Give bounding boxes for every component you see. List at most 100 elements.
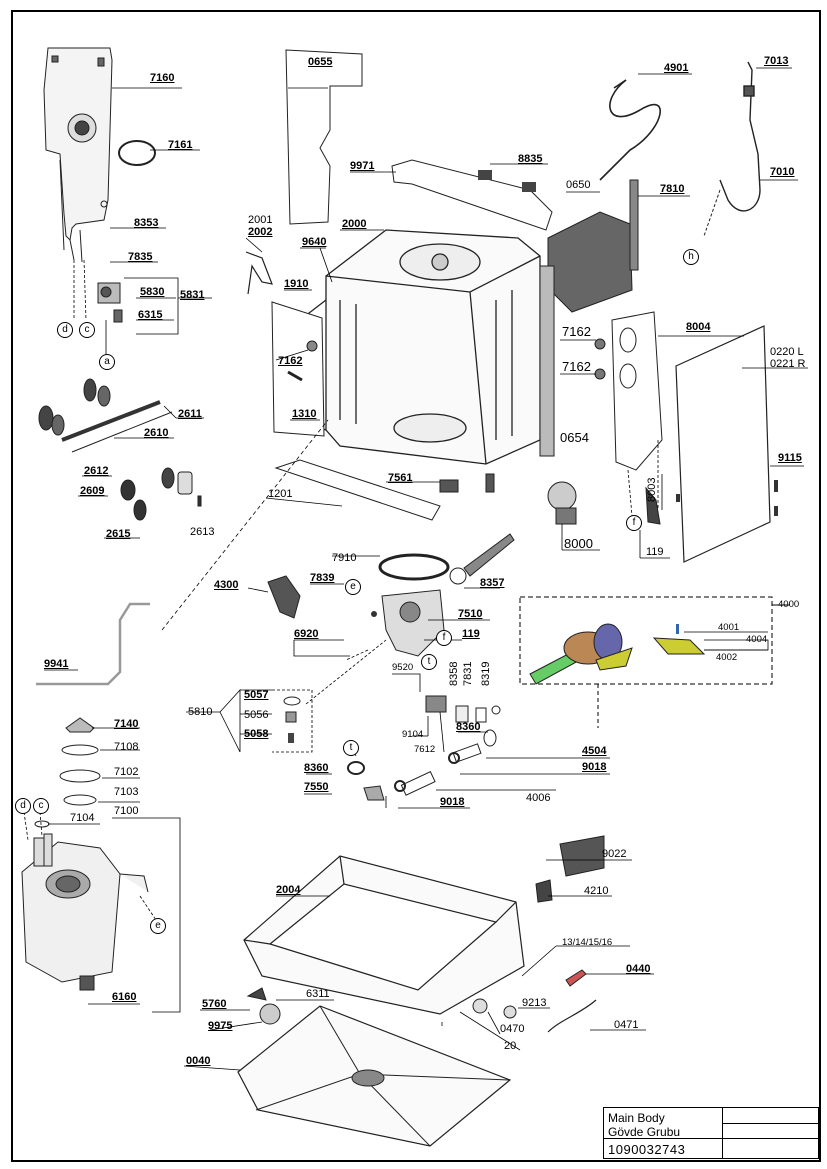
part-label-4004: 4004 (746, 634, 768, 645)
sump-7510 (381, 589, 445, 657)
part-label-2004: 2004 (276, 884, 301, 896)
part-label-5760: 5760 (202, 998, 227, 1010)
water-distribution-panel (43, 47, 113, 263)
part-label-5057: 5057 (244, 689, 269, 701)
part-label-0440: 0440 (626, 963, 651, 975)
part-label-1310: 1310 (292, 408, 317, 420)
part-label-0220: 0220 L (770, 346, 804, 358)
part-label-7013: 7013 (764, 55, 789, 67)
sensor-7010 (719, 61, 761, 212)
cap-7140 (65, 717, 95, 733)
side-panel-0655 (285, 49, 363, 225)
title-block-title: Main Body (608, 1111, 665, 1125)
pump-4300 (267, 575, 301, 619)
part-label-7510: 7510 (458, 608, 483, 620)
heater-8357 (449, 533, 515, 585)
part-label-2613: 2613 (190, 526, 215, 538)
part-label-9971: 9971 (350, 160, 375, 172)
part-label-7831: 7831 (462, 661, 474, 686)
part-label-0471: 0471 (614, 1019, 639, 1031)
part-label-7162a: 7162 (278, 355, 303, 367)
part-label-9104: 9104 (402, 729, 424, 740)
callout-c: c (79, 322, 95, 338)
part-label-9018a: 9018 (582, 761, 607, 773)
top-bracket (391, 159, 553, 231)
part-label-2000: 2000 (342, 218, 367, 230)
part-label-2612: 2612 (84, 465, 109, 477)
title-block-number: 1090032743 (608, 1142, 686, 1157)
part-label-5810: 5810 (188, 706, 213, 718)
part-label-1201: 1201 (268, 488, 293, 500)
part-label-119b: 119 (462, 628, 480, 640)
part-label-8358: 8358 (448, 661, 460, 686)
part-label-0650: 0650 (566, 179, 591, 191)
part-label-7910: 7910 (332, 552, 357, 564)
title-block-vdivider-2 (722, 1138, 723, 1158)
part-label-9941: 9941 (44, 658, 69, 670)
part-label-9115: 9115 (778, 452, 802, 464)
part-label-5058: 5058 (244, 728, 269, 740)
title-block-subtitle: Gövde Grubu (608, 1125, 681, 1139)
insulation-0650 (547, 211, 633, 313)
hose-4006 (400, 771, 436, 796)
part-label-7835: 7835 (128, 251, 153, 263)
clip-2001 (245, 251, 273, 295)
hose-9941 (36, 602, 150, 686)
motor-8000 (547, 481, 577, 525)
part-label-9975: 9975 (208, 1020, 233, 1032)
callout-d: d (57, 322, 73, 338)
gasket-7108 (61, 744, 99, 756)
bottom-rail (274, 459, 441, 521)
part-label-7102: 7102 (114, 766, 139, 778)
part-label-4000: 4000 (778, 599, 800, 610)
part-label-7161: 7161 (168, 139, 193, 151)
callout-a: a (99, 354, 115, 370)
part-label-8835: 8835 (518, 153, 543, 165)
part-label-9520: 9520 (392, 662, 414, 673)
gasket-7161 (118, 140, 156, 166)
callout-h: h (683, 249, 699, 265)
part-label-4002: 4002 (716, 652, 738, 663)
outer-panel-0220 (675, 325, 771, 563)
part-label-4210: 4210 (584, 885, 609, 897)
callout-f-mid: f (436, 630, 452, 646)
part-label-2611: 2611 (178, 408, 202, 420)
part-label-7550: 7550 (304, 781, 329, 793)
part-label-4504: 4504 (582, 745, 607, 757)
gasket-7910 (378, 553, 450, 581)
part-label-4001: 4001 (718, 622, 740, 633)
part-label-7612: 7612 (414, 744, 436, 755)
part-label-4901: 4901 (664, 62, 689, 74)
part-label-9018b: 9018 (440, 796, 465, 808)
part-label-7839: 7839 (310, 572, 335, 584)
part-label-7140: 7140 (114, 718, 139, 730)
part-label-9640: 9640 (302, 236, 327, 248)
callout-d-low: d (15, 798, 31, 814)
part-label-2610: 2610 (144, 427, 169, 439)
part-label-8360b: 8360 (304, 762, 329, 774)
pump-motor-4000-box (519, 596, 790, 728)
part-label-8000: 8000 (564, 536, 593, 551)
part-label-7100: 7100 (114, 805, 139, 817)
part-label-7810: 7810 (660, 183, 685, 195)
pump-motor-4000 (529, 623, 633, 685)
part-label-7010: 7010 (770, 166, 795, 178)
hose-4504 (452, 743, 482, 763)
part-label-8003: 8003 (646, 477, 658, 502)
part-label-8004: 8004 (686, 321, 711, 333)
part-label-7104: 7104 (70, 812, 95, 824)
part-label-0221: 0221 R (770, 358, 806, 370)
gasket-7103 (63, 794, 97, 806)
part-label-8357: 8357 (480, 577, 505, 589)
part-label-6160: 6160 (112, 991, 137, 1003)
part-label-9213: 9213 (522, 997, 547, 1009)
rail-parts (38, 378, 202, 521)
part-label-5056: 5056 (244, 709, 269, 721)
part-label-5830: 5830 (140, 286, 165, 298)
part-label-7561: 7561 (388, 472, 413, 484)
part-label-2002: 2002 (248, 226, 273, 238)
part-label-7103: 7103 (114, 786, 139, 798)
part-label-2001: 2001 (248, 214, 273, 226)
callout-f-top: f (626, 515, 642, 531)
